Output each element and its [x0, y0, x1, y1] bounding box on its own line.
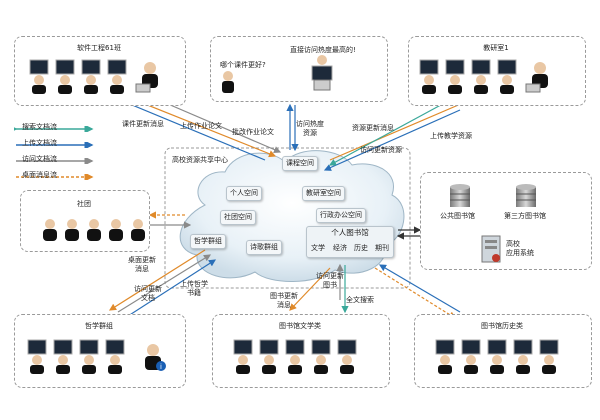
- flow-visit-hot: 访问热度 资源: [296, 120, 324, 137]
- flow-fulltext-search: 全文搜索: [346, 296, 374, 304]
- arrow-history-up: [378, 264, 461, 313]
- course-center-heading: 直接访问热度最高的!: [290, 46, 356, 54]
- third-party-library-label: 第三方图书馆: [504, 212, 546, 220]
- library-tag-literature: 文学: [311, 244, 325, 252]
- flow-library-update: 图书更新 消息: [270, 292, 298, 309]
- legend-desktop: 桌面消息流: [14, 171, 134, 184]
- flow-desktop-update: 桌面更新 消息: [128, 256, 156, 273]
- flow-upload-philosophy: 上传哲学 书籍: [180, 280, 208, 297]
- teaching-office-title: 教研室1: [483, 44, 509, 52]
- flow-grade-homework: 批改作业论文: [232, 128, 274, 136]
- flow-course-update: 课件更新消息: [122, 120, 164, 128]
- arrow-visit-docs: [117, 254, 212, 313]
- university-app-label: 高校 应用系统: [506, 240, 534, 257]
- flow-visit-docs: 访问更新 文档: [134, 285, 162, 302]
- flow-upload-homework: 上传作业论文: [180, 122, 222, 130]
- flow-visit-update: 访问更新资源: [360, 146, 402, 154]
- arrow-upload-teaching: [323, 109, 461, 171]
- literature-title: 图书馆文学类: [279, 322, 321, 330]
- flow-upload-teaching: 上传教学资源: [430, 132, 472, 140]
- flow-resource-update: 资源更新消息: [352, 124, 394, 132]
- legend-visit: 访问文档流: [14, 155, 134, 168]
- library-tag-history: 历史: [354, 244, 368, 252]
- arrow-desktop-update: [108, 249, 206, 311]
- library-tag-economy: 经济: [333, 244, 347, 252]
- group-libraries: [420, 172, 592, 270]
- group-club: [20, 190, 150, 252]
- club-space: 社团空间: [220, 210, 256, 225]
- poetry-group-node: 诗歌群组: [246, 240, 282, 255]
- legend-search: 搜索文档流: [14, 123, 134, 136]
- history-title: 图书馆历史类: [481, 322, 523, 330]
- legend-search-label: 搜索文档流: [22, 123, 57, 131]
- club-title: 社团: [77, 200, 91, 208]
- philosophy-title: 哲学群组: [85, 322, 113, 330]
- arrow-resource-update: [329, 99, 472, 161]
- legend-desktop-label: 桌面消息流: [22, 171, 57, 179]
- flow-arrows: [108, 91, 472, 319]
- personal-library: 个人图书馆 文学 经济 历史 期刊: [306, 226, 394, 258]
- resource-center-frame: [164, 147, 411, 289]
- legend-upload: 上传文档流: [14, 139, 134, 152]
- arrow-visit-update: [328, 99, 451, 166]
- library-tag-journal: 期刊: [375, 244, 389, 252]
- arrow-library-update: [289, 267, 331, 311]
- arrow-course-update: [118, 98, 266, 161]
- public-library-label: 公共图书馆: [440, 212, 475, 220]
- personal-space: 个人空间: [226, 186, 262, 201]
- course-center-question: 哪个课件更好?: [220, 61, 266, 69]
- admin-space: 行政办公空间: [316, 208, 366, 223]
- arrow-upload-philosophy: [124, 259, 217, 319]
- philosophy-group-node: 哲学群组: [190, 234, 226, 249]
- flow-visit-books: 访问更新 图书: [316, 272, 344, 289]
- legend-visit-label: 访问文档流: [22, 155, 57, 163]
- group-course-center: [210, 36, 388, 102]
- course-space: 课程空间: [282, 156, 318, 171]
- personal-library-title: 个人图书馆: [331, 228, 369, 237]
- arrow-upload-homework: [124, 95, 277, 158]
- cloud-title: 高校资源共享中心: [172, 156, 228, 164]
- research-space: 教研室空间: [302, 186, 345, 201]
- software-class-title: 软件工程61班: [77, 44, 121, 52]
- arrow-history-down: [374, 267, 457, 319]
- legend-upload-label: 上传文档流: [22, 139, 57, 147]
